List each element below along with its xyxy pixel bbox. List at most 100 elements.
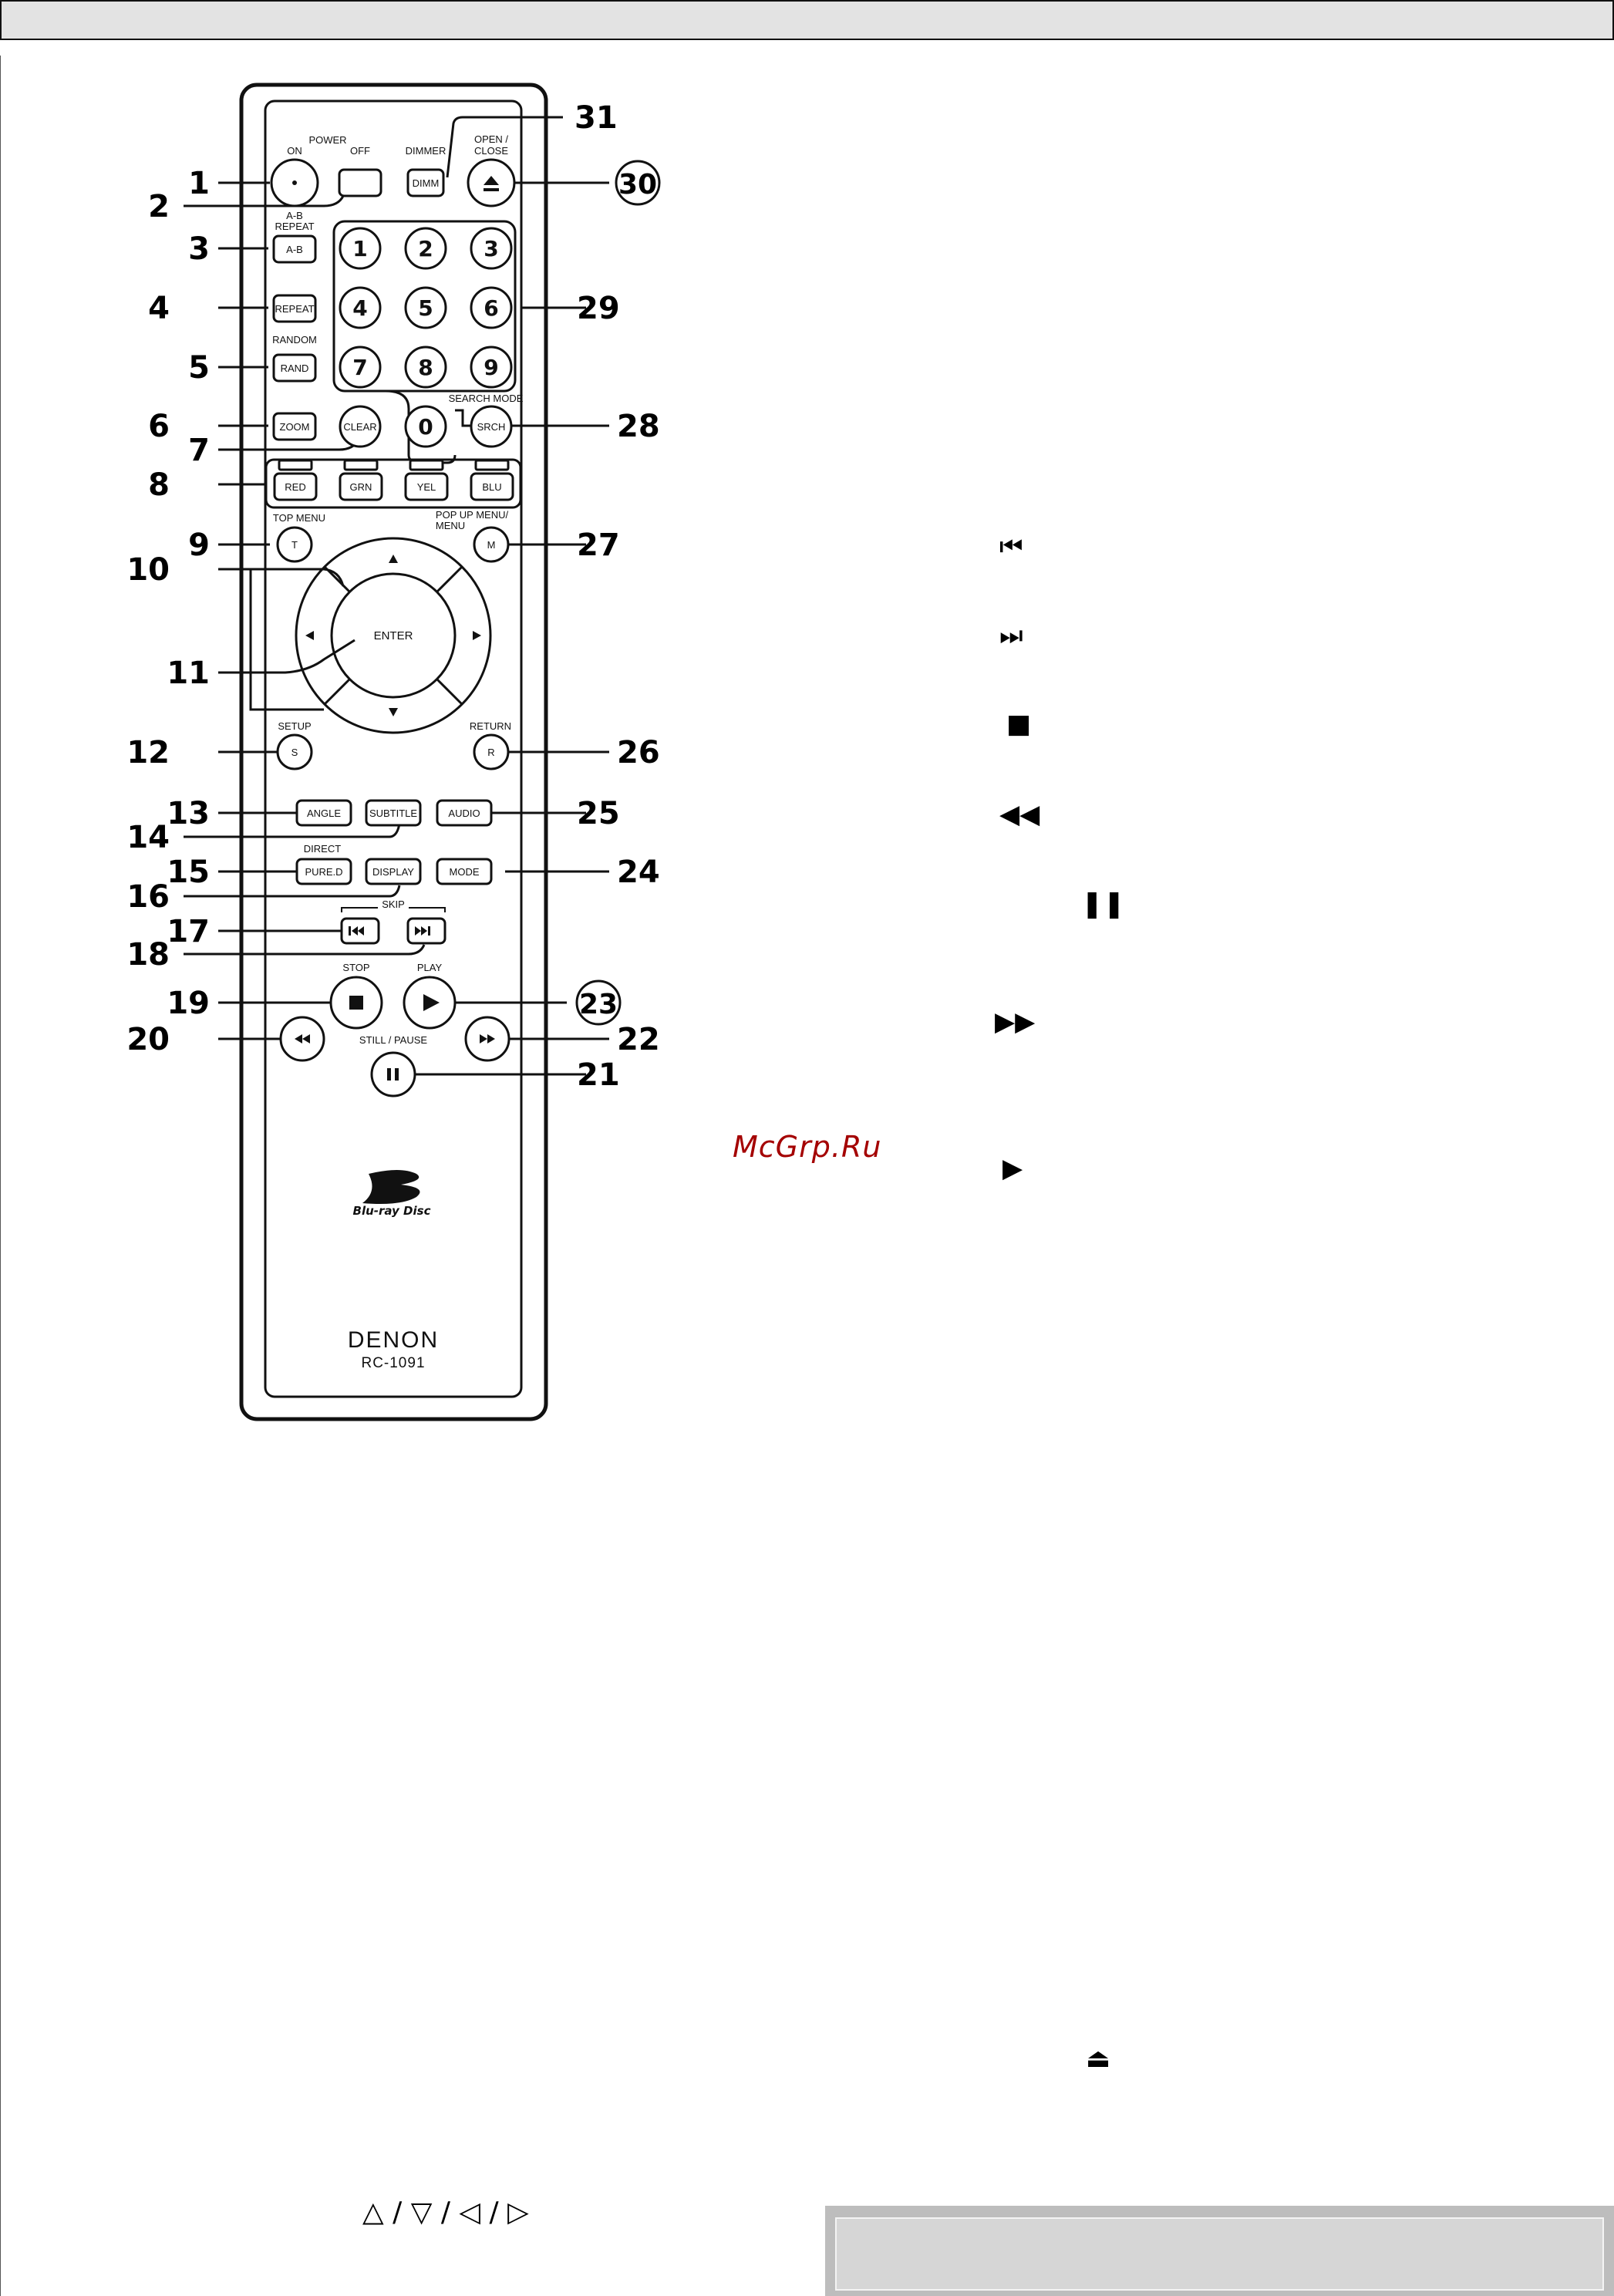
svg-text:Blu-ray Disc: Blu-ray Disc [353,1204,431,1218]
clear-button[interactable]: CLEAR [343,421,376,433]
bluray-logo: Blu-ray Disc [353,1170,431,1218]
callout-2: 2 [148,189,170,224]
label-on: ON [287,145,302,157]
callout-24: 24 [617,855,660,890]
callout-3: 3 [188,231,210,267]
callout-21: 21 [577,1057,620,1093]
setup-button[interactable]: S [291,747,298,758]
display-button[interactable]: DISPLAY [372,866,414,878]
callout-11: 11 [167,656,210,691]
label-dimmer: DIMMER [406,145,446,157]
navigation-pad[interactable] [295,537,492,734]
fast-forward-icon: ▶▶ [995,1006,1036,1037]
watermark: McGrp.Ru [733,1130,882,1164]
brand-logo: DENON [348,1327,439,1353]
header-bar [0,0,1614,40]
pause-icon: ❚❚ [1081,888,1125,919]
callout-14: 14 [126,820,170,855]
label-still-pause: STILL / PAUSE [359,1034,427,1046]
callout-4: 4 [148,291,170,326]
random-button[interactable]: RAND [281,362,309,374]
callout-17: 17 [167,914,210,949]
dimmer-button[interactable]: DIMM [413,177,440,189]
callout-5: 5 [188,350,210,386]
callout-1: 1 [188,166,210,201]
callout-12: 12 [126,735,170,770]
callout-20: 20 [126,1022,170,1057]
digit-0-button[interactable]: 0 [418,414,433,440]
pause-button[interactable] [370,1051,416,1097]
label-open-close-1: OPEN / [474,133,508,145]
label-power: POWER [308,134,346,146]
label-top-menu: TOP MENU [273,512,325,524]
label-open-close-2: CLOSE [474,145,508,157]
digit-8-button[interactable]: 8 [418,355,433,380]
label-popup-1: POP UP MENU/ [436,509,509,521]
pure-direct-button[interactable]: PURE.D [305,866,342,878]
callout-25: 25 [577,796,620,831]
remote-inner-panel [264,99,523,1398]
enter-button[interactable]: ENTER [374,629,413,642]
search-mode-button[interactable]: SRCH [477,421,506,433]
rewind-icon: ◀◀ [999,799,1040,830]
left-page-border [0,56,1,2296]
top-menu-button[interactable]: T [291,539,298,551]
callout-22: 22 [617,1022,660,1057]
blue-button[interactable]: BLU [482,481,501,493]
label-skip: SKIP [382,899,405,910]
callout-18: 18 [126,937,170,973]
callout-26: 26 [617,735,660,770]
callout-29: 29 [577,291,620,326]
label-setup: SETUP [278,720,311,732]
eject-icon: ⏏ [1086,2043,1111,2074]
repeat-button[interactable]: REPEAT [275,303,314,315]
callout-30: 30 [618,169,657,201]
digit-6-button[interactable]: 6 [484,295,498,321]
ab-repeat-button[interactable]: A-B [286,244,303,255]
popup-menu-button[interactable]: M [487,539,496,551]
callout-8: 8 [148,467,170,503]
label-return: RETURN [470,720,511,732]
label-ab-repeat-1: A-B [286,210,303,221]
red-button[interactable]: RED [285,481,305,493]
power-off-button[interactable] [338,168,382,197]
callout-7: 7 [188,433,210,468]
callout-6: 6 [148,409,170,444]
play-icon [423,994,440,1011]
label-random: RANDOM [272,334,317,346]
callout-23: 23 [579,989,618,1020]
play-icon: ▶ [1002,1153,1023,1184]
skip-back-icon: ⏮ [999,531,1023,562]
callout-15: 15 [167,855,210,890]
digit-4-button[interactable]: 4 [352,295,367,321]
pause-icon [387,1068,391,1081]
angle-button[interactable]: ANGLE [307,807,341,819]
digit-1-button[interactable]: 1 [352,236,367,261]
audio-button[interactable]: AUDIO [448,807,480,819]
digit-2-button[interactable]: 2 [418,236,433,261]
return-button[interactable]: R [487,747,494,758]
digit-5-button[interactable]: 5 [418,295,433,321]
callout-19: 19 [167,986,210,1021]
callout-31: 31 [575,100,618,136]
label-play: PLAY [417,962,443,973]
digit-9-button[interactable]: 9 [484,355,498,380]
green-button[interactable]: GRN [350,481,372,493]
zoom-button[interactable]: ZOOM [280,421,310,433]
skip-forward-icon: ⏭ [999,620,1023,651]
digit-3-button[interactable]: 3 [484,236,498,261]
mode-button[interactable]: MODE [450,866,480,878]
subtitle-button[interactable]: SUBTITLE [369,807,417,819]
label-off: OFF [350,145,370,157]
up-arrow-icon[interactable] [389,555,398,563]
down-arrow-icon[interactable] [389,708,398,716]
label-search-mode: SEARCH MODE [449,393,524,404]
left-arrow-icon[interactable] [305,631,314,640]
right-arrow-icon[interactable] [473,631,481,640]
yellow-button[interactable]: YEL [417,481,436,493]
model-number: RC-1091 [361,1355,425,1371]
label-popup-2: MENU [436,520,465,531]
digit-7-button[interactable]: 7 [352,355,367,380]
callout-16: 16 [126,879,170,915]
